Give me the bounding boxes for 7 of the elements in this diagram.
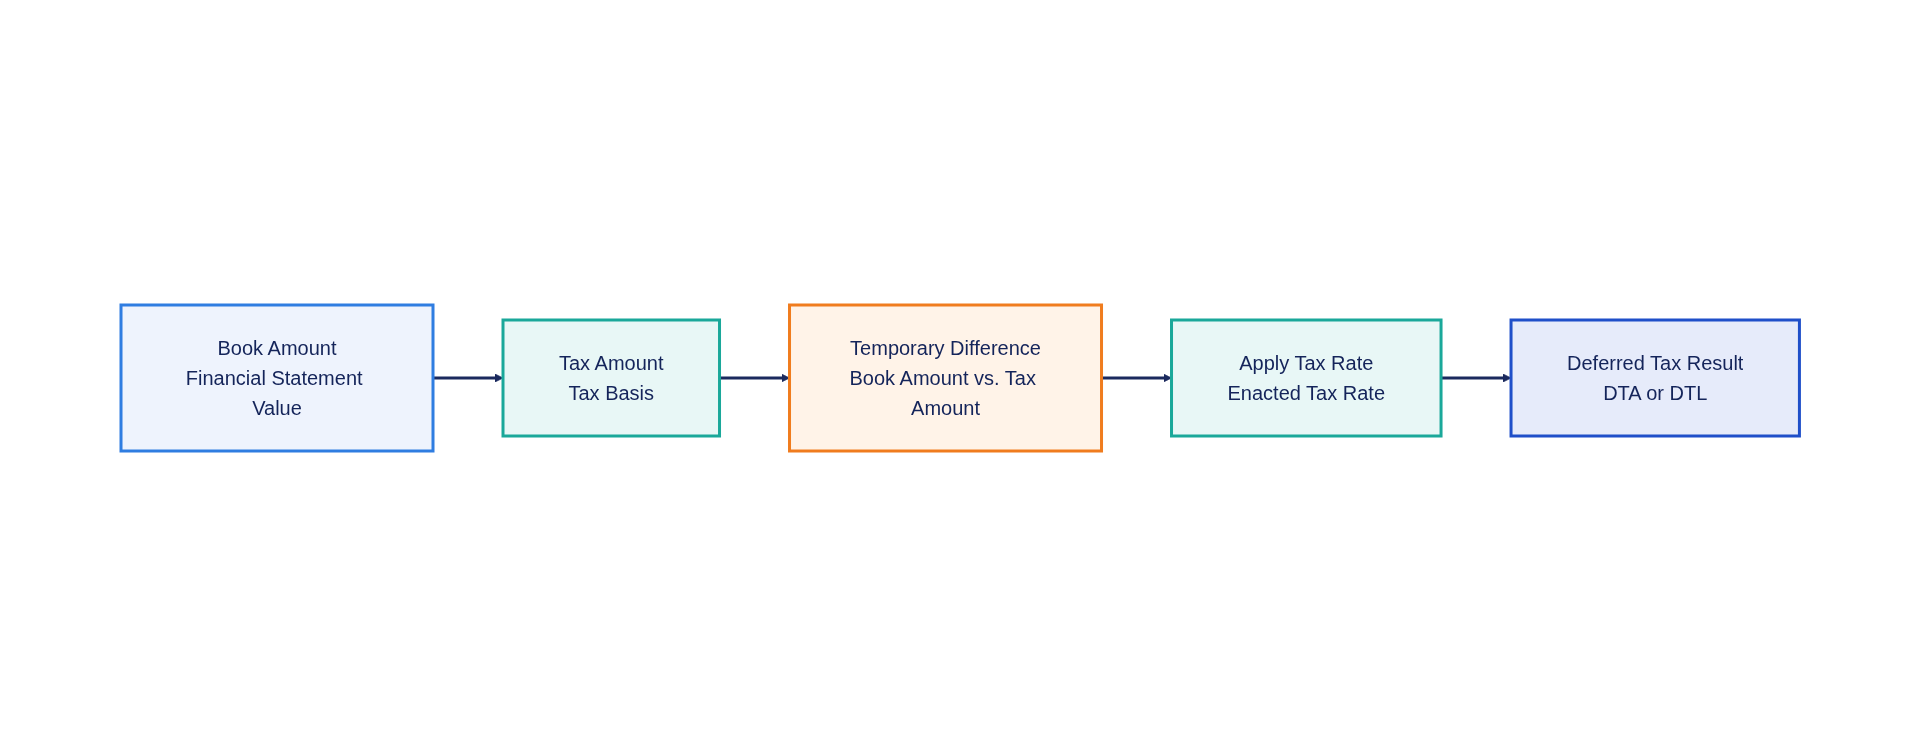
node-box: Tax Amount Tax Basis: [501, 318, 721, 438]
node-box: Apply Tax Rate Enacted Tax Rate: [1169, 318, 1443, 438]
arrow: [719, 373, 790, 383]
node-box: Book Amount Financial Statement Value: [119, 303, 435, 453]
arrow: [1101, 373, 1172, 383]
node-box: Temporary Difference Book Amount vs. Tax Amount: [787, 303, 1103, 453]
node-box: Deferred Tax Result DTA or DTL: [1509, 318, 1801, 438]
